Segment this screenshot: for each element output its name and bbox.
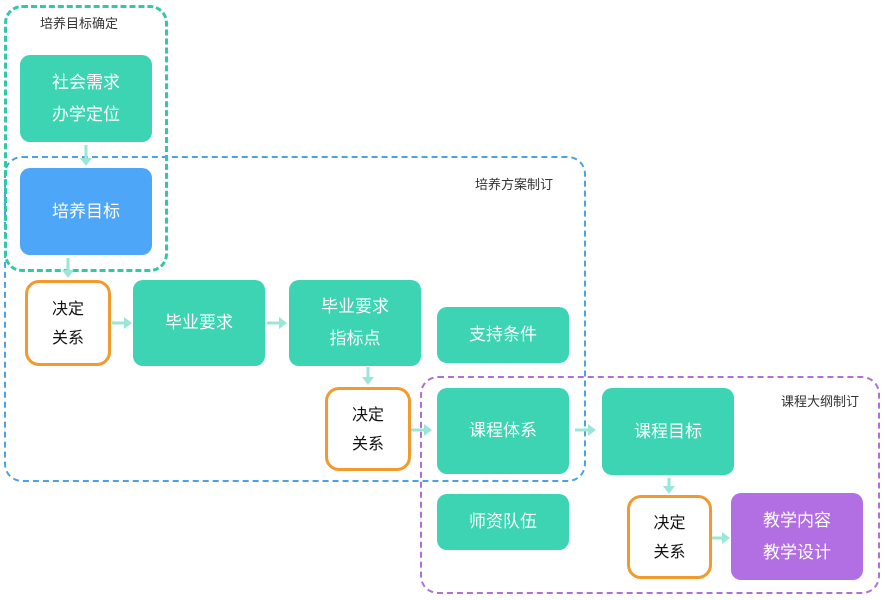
- node-graduation-indicators: 毕业要求 指标点: [289, 280, 421, 366]
- node-course-objectives-label: 课程目标: [634, 421, 702, 442]
- decision-node-1: 决定 关系: [25, 280, 111, 366]
- decision-node-2: 决定 关系: [325, 387, 411, 471]
- node-graduation-indicators-line2: 指标点: [329, 329, 381, 349]
- node-faculty-label: 师资队伍: [469, 512, 537, 532]
- node-graduation-requirements-label: 毕业要求: [165, 313, 233, 333]
- node-training-goal: 培养目标: [20, 168, 152, 255]
- decision-node-3-line1: 决定: [653, 513, 686, 532]
- decision-node-1-line2: 关系: [51, 328, 84, 347]
- arrow-curriculum-to-objectives-head: [588, 424, 596, 436]
- node-support-conditions: 支持条件: [437, 307, 569, 363]
- arrow-decision-to-teaching-head: [722, 532, 730, 544]
- node-course-objectives: 课程目标: [602, 388, 734, 475]
- arrow-indicators-to-decision-head: [362, 377, 374, 385]
- node-graduation-indicators-line1: 毕业要求: [321, 297, 389, 317]
- node-graduation-requirements: 毕业要求: [133, 280, 265, 366]
- decision-node-2-line2: 关系: [351, 434, 384, 453]
- decision-node-3: 决定 关系: [627, 495, 712, 579]
- node-support-conditions-label: 支持条件: [469, 325, 537, 345]
- region-plan-making: [4, 156, 586, 482]
- arrow-objectives-to-decision-head: [663, 486, 675, 494]
- region-goal-setting-label: 培养目标确定: [40, 17, 119, 32]
- decision-node-1-line1: 决定: [51, 299, 84, 318]
- arrow-goal-to-decision-head: [62, 270, 74, 278]
- node-curriculum-system: 课程体系: [437, 388, 569, 474]
- region-syllabus-making-label: 课程大纲制订: [781, 395, 860, 410]
- arrow-decision-to-curriculum-head: [424, 424, 432, 436]
- node-social-needs-line2: 办学定位: [52, 104, 120, 125]
- region-goal-setting: [4, 5, 168, 272]
- node-faculty: 师资队伍: [437, 494, 569, 550]
- node-curriculum-system-label: 课程体系: [469, 421, 537, 441]
- node-teaching-content-line1: 教学内容: [763, 510, 831, 531]
- node-teaching-content-line2: 教学设计: [763, 542, 831, 563]
- region-syllabus-making: [420, 376, 880, 594]
- node-teaching-content: 教学内容 教学设计: [731, 493, 863, 580]
- arrow-decision-to-requirements-head: [124, 317, 132, 329]
- arrow-requirements-to-indicators-head: [279, 317, 287, 329]
- node-training-goal-label: 培养目标: [52, 201, 120, 222]
- node-social-needs: 社会需求 办学定位: [20, 55, 152, 142]
- region-plan-making-label: 培养方案制订: [475, 178, 554, 193]
- arrow-social-to-goal-head: [80, 158, 92, 166]
- decision-node-2-line1: 决定: [351, 405, 384, 424]
- decision-node-3-line2: 关系: [653, 542, 686, 561]
- node-social-needs-line1: 社会需求: [52, 72, 120, 93]
